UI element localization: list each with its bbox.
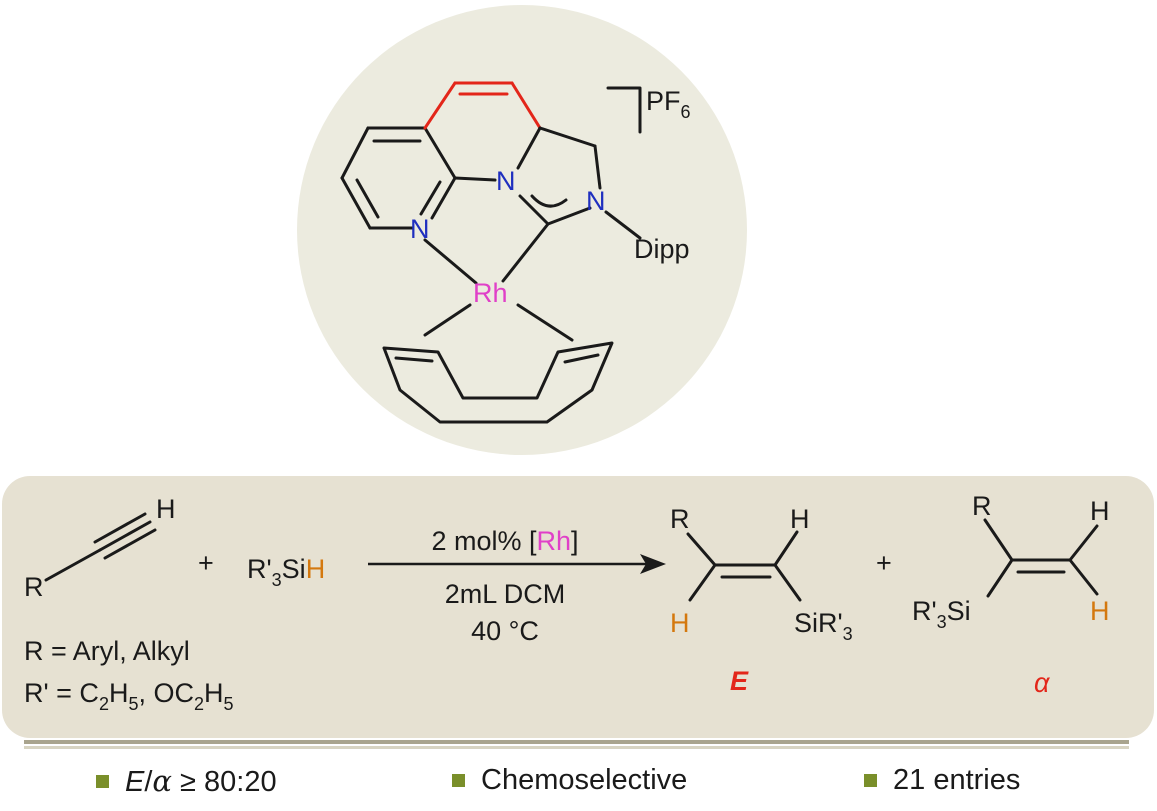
bullet-square-icon [864,774,877,787]
highlight-entries-text: 21 entries [893,764,1021,796]
alkyne-r-label: R [24,572,44,602]
bond-c-n [453,176,497,182]
condition-temperature: 40 °C [471,616,539,646]
nitrogen-imidazole-label: N [586,186,606,216]
product-alpha-label: α [1034,668,1051,698]
rhodium-label: Rh [473,278,508,308]
bond-n-rh [423,238,478,285]
plus-sign-1: + [198,548,214,578]
product-e-r-label: R [670,504,690,534]
silane-label: R'3SiH [247,554,325,590]
reaction-box [2,476,1154,738]
bond-carbene-rh [501,222,550,283]
nitrogen-bridge-label: N [496,166,516,196]
nitrogen-pyridine-label: N [410,214,430,244]
highlight-entries: 21 entries [864,764,1020,797]
reaction-scheme: PF6 N N N Dipp Rh H R + R'3SiH 2 mol% [R… [2,5,1154,738]
highlights-row: E/α ≥ 80:20 Chemoselective 21 entries [0,758,1157,808]
highlight-selectivity-text: E/α ≥ 80:20 [125,764,277,798]
red-vinylene-bond-1 [423,81,457,130]
product-alpha-silyl-label: R'3Si [912,596,971,632]
product-alpha-structure [983,518,1099,598]
bullet-square-icon [96,775,109,788]
product-alpha-h-top-label: H [1090,496,1110,526]
alkyne-h-label: H [156,494,176,524]
rprime-definition: R' = C2H5, OC2H5 [24,678,234,714]
plus-sign-2: + [876,548,892,578]
bond-rh-cod-right [516,303,574,342]
condition-solvent: 2mL DCM [445,579,566,609]
pyridine-ring [340,126,457,230]
bullet-square-icon [452,774,465,787]
cod-ligand [382,341,614,424]
condition-catalyst-loading: 2 mol% [Rh] [431,526,578,556]
imidazole-ring [516,126,642,240]
product-e-silyl-label: SiR'3 [794,608,853,644]
highlight-selectivity: E/α ≥ 80:20 [96,764,277,799]
counterion-label: PF6 [646,86,691,122]
product-alpha-r-label: R [972,491,992,521]
product-e-label: E [730,666,749,696]
separator-line-dark [24,740,1129,744]
bond-rh-cod-left [423,303,472,337]
highlight-chemoselective-text: Chemoselective [481,764,688,796]
product-e-h-top-label: H [790,504,810,534]
product-e-structure [686,530,802,602]
red-vinylene-bond-2 [510,81,542,130]
highlight-chemoselective: Chemoselective [452,764,687,797]
product-alpha-h-bottom-label: H [1090,596,1110,626]
separator-line-light [24,746,1129,749]
r-definition: R = Aryl, Alkyl [24,636,190,666]
catalyst-background-circle [297,5,747,455]
terminal-alkyne [44,512,157,582]
reaction-arrowhead [640,554,666,574]
counterion-bracket [606,86,642,134]
dipp-label: Dipp [634,234,690,264]
product-e-h-bottom-label: H [670,608,690,638]
